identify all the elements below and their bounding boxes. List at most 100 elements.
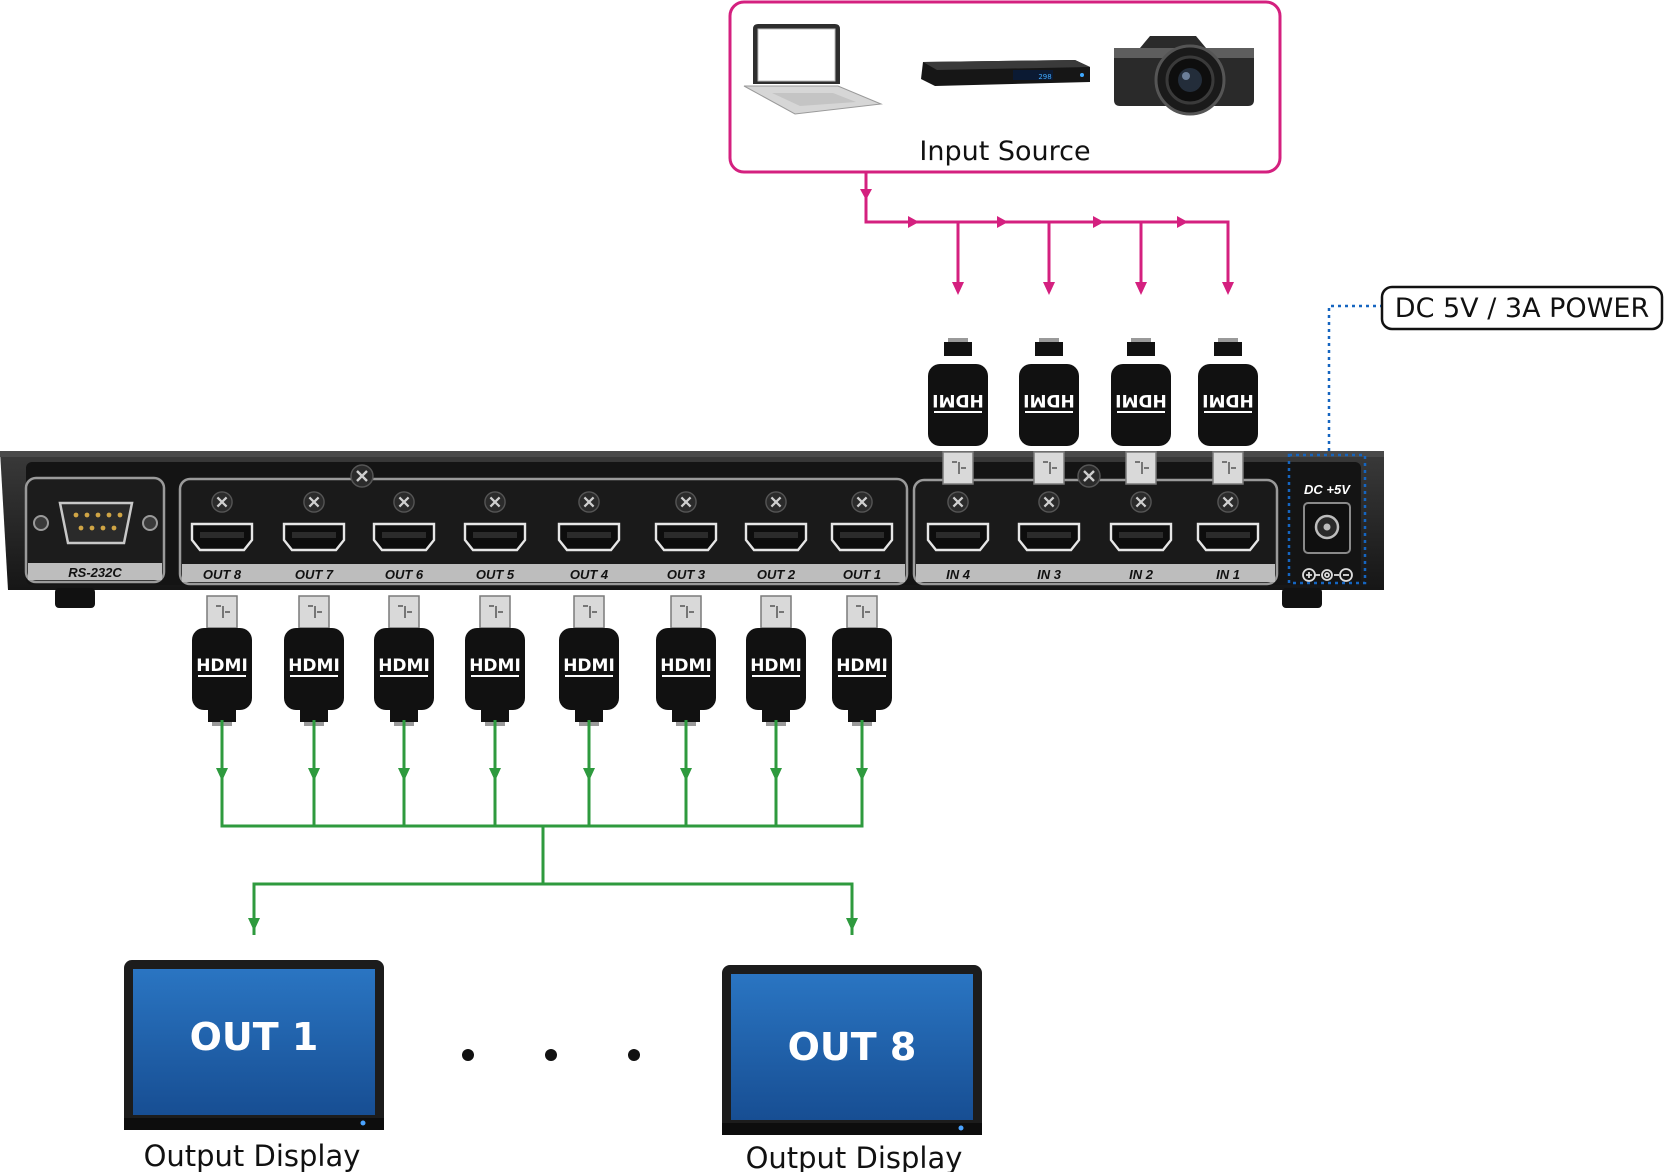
input-ports-panel [912,464,1279,586]
hdmi-cable-plug: HDMI [1019,338,1079,485]
hdmi-cable-plug: HDMI [374,595,434,726]
hdmi-cable-plug: HDMI [559,595,619,726]
output-ports: OUT 8 OUT 7 OUT 6 OUT 5 OUT 4 OUT 3 OUT 2 OUT 1 [190,491,894,582]
hdmi-logo-text: HDMI [750,656,802,676]
player-display: 298 [1038,73,1051,81]
port-in-1: IN 1 [1196,491,1260,582]
input-hdmi-cables: HDMI HDMI HDMI HDMI [928,338,1258,485]
camera-icon [1114,36,1254,116]
port-label: OUT 8 [203,567,242,582]
hdmi-port-icon [926,522,990,552]
hdmi-logo-text: HDMI [288,656,340,676]
port-out-1: OUT 1 [830,491,894,582]
input-arrowheads [860,189,1234,295]
port-out-5: OUT 5 [463,491,527,582]
dc-power-jack: DC +5V [1287,453,1367,585]
hdmi-cable-plug: HDMI [1198,338,1258,485]
output-distribution-lines [220,720,864,935]
port-out-6: OUT 6 [372,491,436,582]
port-label: OUT 6 [385,567,424,582]
port-in-3: IN 3 [1017,491,1081,582]
hdmi-port-icon [1109,522,1173,552]
screw-icon [1038,491,1060,513]
hdmi-port-icon [1017,522,1081,552]
screw-icon [765,491,787,513]
port-label: IN 2 [1129,567,1154,582]
hdmi-port-icon [282,522,346,552]
output-display-1: OUT 1 Output Display [124,960,384,1172]
port-in-4: IN 4 [926,491,990,582]
rs232c-label: RS-232C [68,565,122,580]
display-1-caption: Output Display [144,1139,361,1172]
dc-jack-label: DC +5V [1304,482,1351,497]
power-callout-label: DC 5V / 3A POWER [1395,293,1649,324]
hdmi-port-icon [654,522,718,552]
screw-icon [211,491,233,513]
hdmi-port-icon [744,522,808,552]
hdmi-logo-text: HDMI [660,656,712,676]
hdmi-port-icon [372,522,436,552]
hdmi-logo-text: HDMI [469,656,521,676]
output-ports-panel [178,464,909,586]
hdmi-cable-plug: HDMI [928,338,988,485]
hdmi-port-icon [557,522,621,552]
input-source-box: 298 Input Source [728,0,1282,174]
hdmi-cable-plug: HDMI [832,595,892,726]
display-8-caption: Output Display [746,1141,963,1172]
port-in-2: IN 2 [1109,491,1173,582]
screw-icon [484,491,506,513]
output-hdmi-cables: HDMI HDMI HDMI HDMI HDMI HDMI HDMI HDMI [192,595,892,726]
hdmi-logo-text: HDMI [1023,390,1075,410]
port-label: OUT 7 [295,567,334,582]
port-out-3: OUT 3 [654,491,718,582]
hdmi-logo-text: HDMI [1115,390,1167,410]
laptop-icon [743,24,883,115]
hdmi-logo-text: HDMI [378,656,430,676]
port-out-4: OUT 4 [557,491,621,582]
hdmi-logo-text: HDMI [932,390,984,410]
screw-icon [947,491,969,513]
hdmi-cable-plug: HDMI [1111,338,1171,485]
power-callout: DC 5V / 3A POWER [1327,285,1664,451]
hdmi-cable-plug: HDMI [656,595,716,726]
hdmi-logo-text: HDMI [836,656,888,676]
port-out-7: OUT 7 [282,491,346,582]
output-display-8: OUT 8 Output Display [722,965,982,1172]
hdmi-cable-plug: HDMI [465,595,525,726]
hdmi-port-icon [830,522,894,552]
display-1-screen-text: OUT 1 [190,1015,319,1059]
screw-icon [851,491,873,513]
port-label: OUT 2 [757,567,796,582]
screw-icon [1130,491,1152,513]
port-label: OUT 5 [476,567,515,582]
port-label: OUT 3 [667,567,706,582]
hdmi-logo-text: HDMI [1202,390,1254,410]
port-label: IN 1 [1216,567,1240,582]
hdmi-cable-plug: HDMI [192,595,252,726]
hdmi-logo-text: HDMI [563,656,615,676]
screw-icon [1217,491,1239,513]
port-label: IN 3 [1037,567,1062,582]
port-label: OUT 1 [843,567,881,582]
screw-icon [303,491,325,513]
hdmi-cable-plug: HDMI [746,595,806,726]
port-label: OUT 4 [570,567,609,582]
media-player-icon: 298 [921,60,1090,86]
input-source-label: Input Source [919,136,1090,167]
hdmi-port-icon [190,522,254,552]
port-out-8: OUT 8 [190,491,254,582]
hdmi-cable-plug: HDMI [284,595,344,726]
screw-icon [675,491,697,513]
hdmi-logo-text: HDMI [196,656,248,676]
output-arrowheads [216,768,868,931]
hdmi-port-icon [463,522,527,552]
rs232c-port: RS-232C [24,476,166,584]
hdmi-port-icon [1196,522,1260,552]
input-distribution-lines [864,172,1230,292]
screw-icon [393,491,415,513]
ellipsis-dots [462,1049,640,1061]
display-8-screen-text: OUT 8 [788,1025,917,1069]
screw-icon [578,491,600,513]
port-label: IN 4 [946,567,971,582]
